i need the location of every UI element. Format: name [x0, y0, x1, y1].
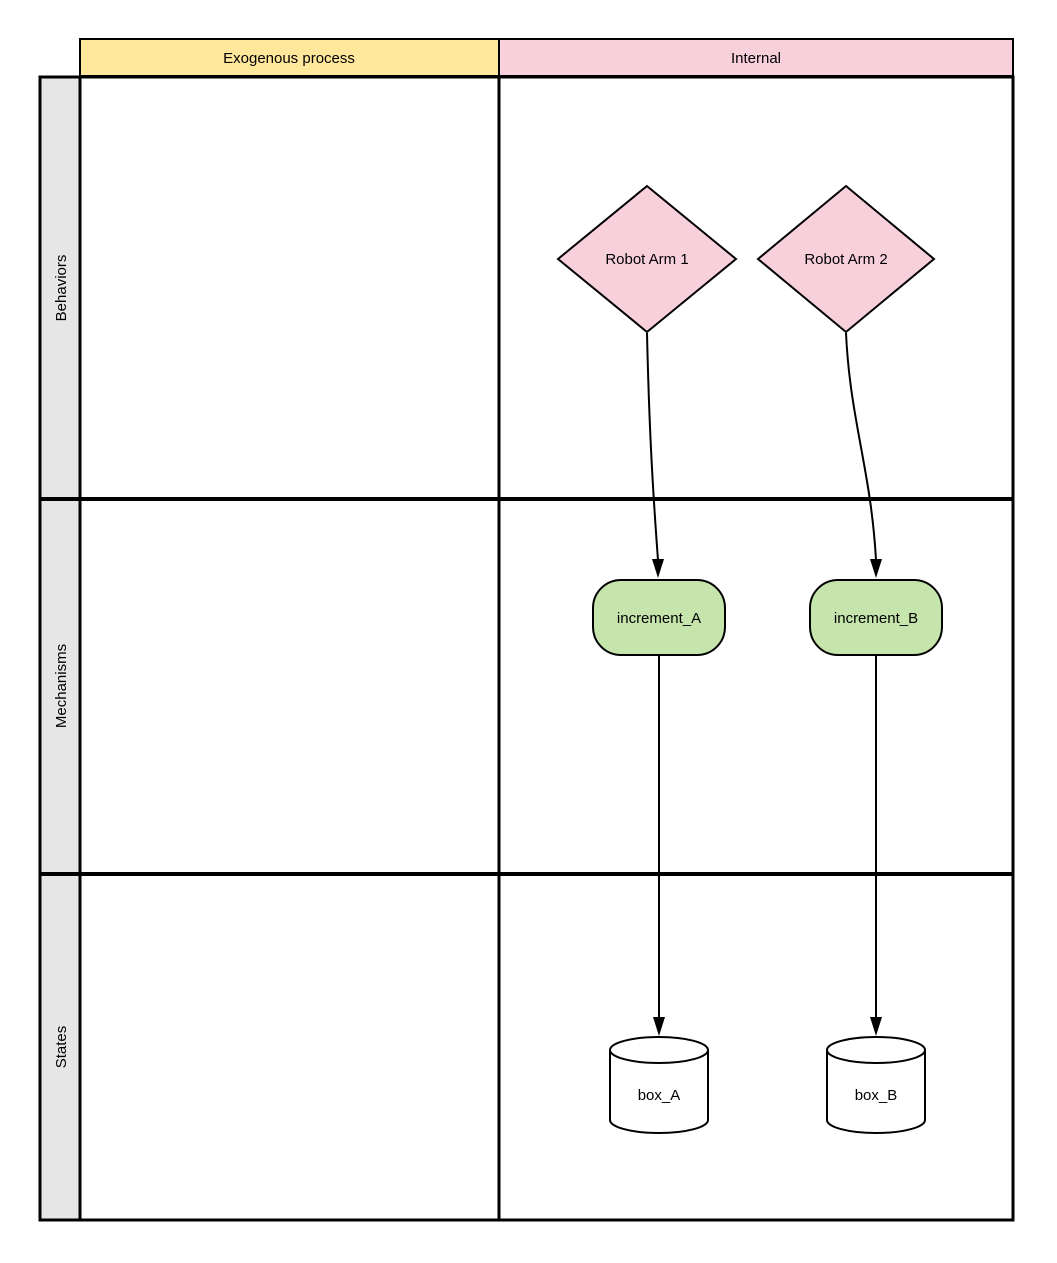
cylinder-top-shape[interactable]	[826, 1036, 926, 1064]
node-robot-arm-1[interactable]: Robot Arm 1	[556, 184, 738, 334]
node-robot-arm-2-label: Robot Arm 2	[804, 251, 887, 268]
edge-increment-b-to-box-b	[870, 655, 882, 1036]
edge-robot-arm-2-to-increment-b	[845, 332, 882, 578]
header-internal-cell	[498, 38, 1014, 77]
node-increment-b-label: increment_B	[834, 610, 918, 627]
cylinder-top-shape[interactable]	[609, 1036, 709, 1064]
row-label-states: States	[53, 1026, 70, 1069]
column-headers: Exogenous process Internal	[79, 38, 1014, 77]
diamond-shape[interactable]	[756, 184, 936, 334]
cylinder-body-shape[interactable]	[826, 1050, 926, 1134]
node-increment-a-label: increment_A	[617, 610, 701, 627]
rounded-rect-shape[interactable]	[592, 579, 726, 656]
rounded-rect-shape[interactable]	[809, 579, 943, 656]
node-increment-b[interactable]: increment_B	[809, 579, 943, 656]
arrowhead-icon	[870, 1017, 882, 1036]
edge-robot-arm-1-to-increment-a	[646, 332, 664, 578]
arrowhead-icon	[870, 559, 882, 578]
header-exogenous-label: Exogenous process	[223, 50, 355, 67]
node-robot-arm-1-label: Robot Arm 1	[605, 251, 688, 268]
row-label-mechanisms: Mechanisms	[53, 644, 70, 728]
header-internal-label: Internal	[731, 50, 781, 67]
arrowhead-icon	[653, 1017, 665, 1036]
table-grid	[38, 75, 1015, 1222]
node-increment-a[interactable]: increment_A	[592, 579, 726, 656]
node-box-a[interactable]: box_A	[609, 1036, 709, 1134]
connectors	[646, 332, 882, 1036]
node-robot-arm-2[interactable]: Robot Arm 2	[756, 184, 936, 334]
row-label-behaviors: Behaviors	[53, 255, 70, 322]
node-box-b[interactable]: box_B	[826, 1036, 926, 1134]
table-outer-border	[38, 75, 1015, 1222]
arrowhead-icon	[652, 559, 664, 578]
row-label-rail: Behaviors Mechanisms States	[38, 75, 82, 1222]
cylinder-body-shape[interactable]	[609, 1050, 709, 1134]
node-box-a-label: box_A	[638, 1087, 681, 1104]
node-box-b-label: box_B	[855, 1087, 898, 1104]
diamond-shape[interactable]	[556, 184, 738, 334]
edge-increment-a-to-box-a	[653, 655, 665, 1036]
header-exogenous-cell	[79, 38, 500, 77]
